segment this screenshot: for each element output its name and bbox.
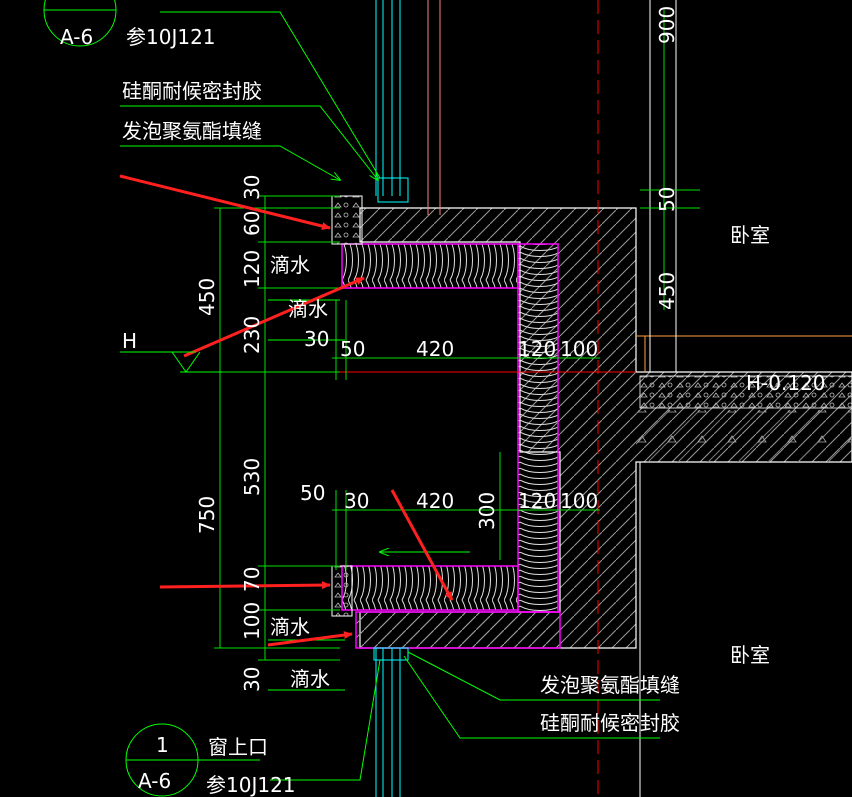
dim-inner-120-top: 120 bbox=[240, 250, 264, 288]
dim-top-100: 100 bbox=[560, 337, 598, 361]
insulation-vertical bbox=[517, 243, 559, 613]
dim-top-420: 420 bbox=[416, 337, 454, 361]
note-drip-3: 滴水 bbox=[270, 615, 310, 639]
level-mark bbox=[120, 351, 222, 373]
room-label-top: 卧室 bbox=[730, 223, 770, 247]
note-drip-1: 滴水 bbox=[270, 253, 310, 277]
note-foam-bottom: 发泡聚氨酯填缝 bbox=[540, 673, 680, 697]
red-arrow-1 bbox=[119, 174, 331, 230]
drip-edges bbox=[331, 195, 363, 617]
dim-bottom-120: 120 bbox=[518, 489, 556, 513]
drip-bottom-block bbox=[331, 565, 353, 617]
dim-inner-30-top: 30 bbox=[240, 175, 264, 200]
title-bubble-top bbox=[43, 0, 117, 47]
floor-slab-concrete bbox=[636, 410, 852, 462]
red-annotation-arrows bbox=[119, 174, 454, 647]
note-sealant-top: 硅酮耐候密封胶 bbox=[122, 79, 262, 103]
red-arrow-2 bbox=[183, 276, 365, 358]
dim-top-120: 120 bbox=[518, 337, 556, 361]
dim-inner-30-bottom: 30 bbox=[240, 667, 264, 692]
bottom-ref-sheet: A-6 bbox=[138, 769, 171, 793]
note-foam-top: 发泡聚氨酯填缝 bbox=[122, 119, 262, 143]
red-arrow-4 bbox=[159, 581, 331, 590]
dim-right-50: 50 bbox=[655, 187, 679, 212]
floor-screed-layer bbox=[639, 375, 852, 409]
h-level-mark: H bbox=[122, 329, 137, 353]
insulation-layers bbox=[341, 243, 561, 649]
drip-top-block bbox=[331, 195, 363, 245]
dim-300: 300 bbox=[475, 492, 499, 530]
top-ref-sheet: A-6 bbox=[60, 25, 93, 49]
dimension-lines bbox=[214, 10, 700, 661]
red-arrow-3 bbox=[390, 489, 454, 601]
dim-top-50: 50 bbox=[340, 337, 365, 361]
top-ref-std: 参10J121 bbox=[126, 25, 216, 49]
room-label-bottom: 卧室 bbox=[730, 643, 770, 667]
dim-bottom-420: 420 bbox=[416, 489, 454, 513]
dim-inner-60: 60 bbox=[240, 211, 264, 236]
dim-bottom-30: 30 bbox=[344, 489, 369, 513]
note-drip-4: 滴水 bbox=[290, 667, 330, 691]
insulation-bottom-face bbox=[355, 611, 561, 649]
note-drip-2: 滴水 bbox=[288, 297, 328, 321]
title-bubble-bottom bbox=[125, 723, 260, 797]
insulation-top bbox=[341, 243, 519, 289]
dim-bottom-100: 100 bbox=[560, 489, 598, 513]
detail-number: 1 bbox=[156, 733, 169, 757]
concrete-section bbox=[359, 207, 852, 649]
floor-level-label: H-0.120 bbox=[746, 371, 826, 395]
dim-left-450: 450 bbox=[195, 278, 219, 316]
dim-right-450: 450 bbox=[655, 272, 679, 310]
dim-inner-230: 230 bbox=[240, 316, 264, 354]
dim-bottom-50: 50 bbox=[300, 481, 325, 505]
dim-inner-70: 70 bbox=[240, 567, 264, 592]
text-layer: A-6 参10J121 1 A-6 窗上口 参10J121 硅酮耐候密封胶 发泡… bbox=[60, 6, 826, 797]
window-frame bbox=[373, 0, 441, 797]
note-leaders bbox=[120, 11, 660, 781]
dim-inner-100: 100 bbox=[240, 602, 264, 640]
insulation-bottom bbox=[341, 565, 519, 611]
dim-inner-530: 530 bbox=[240, 458, 264, 496]
red-arrow-5 bbox=[267, 631, 353, 647]
dim-top-30: 30 bbox=[304, 327, 329, 351]
detail-title: 窗上口 bbox=[208, 735, 268, 759]
bottom-ref-std: 参10J121 bbox=[206, 773, 296, 797]
note-sealant-bottom: 硅酮耐候密封胶 bbox=[540, 711, 680, 735]
dim-right-900: 900 bbox=[655, 6, 679, 44]
dim-left-750: 750 bbox=[195, 496, 219, 534]
